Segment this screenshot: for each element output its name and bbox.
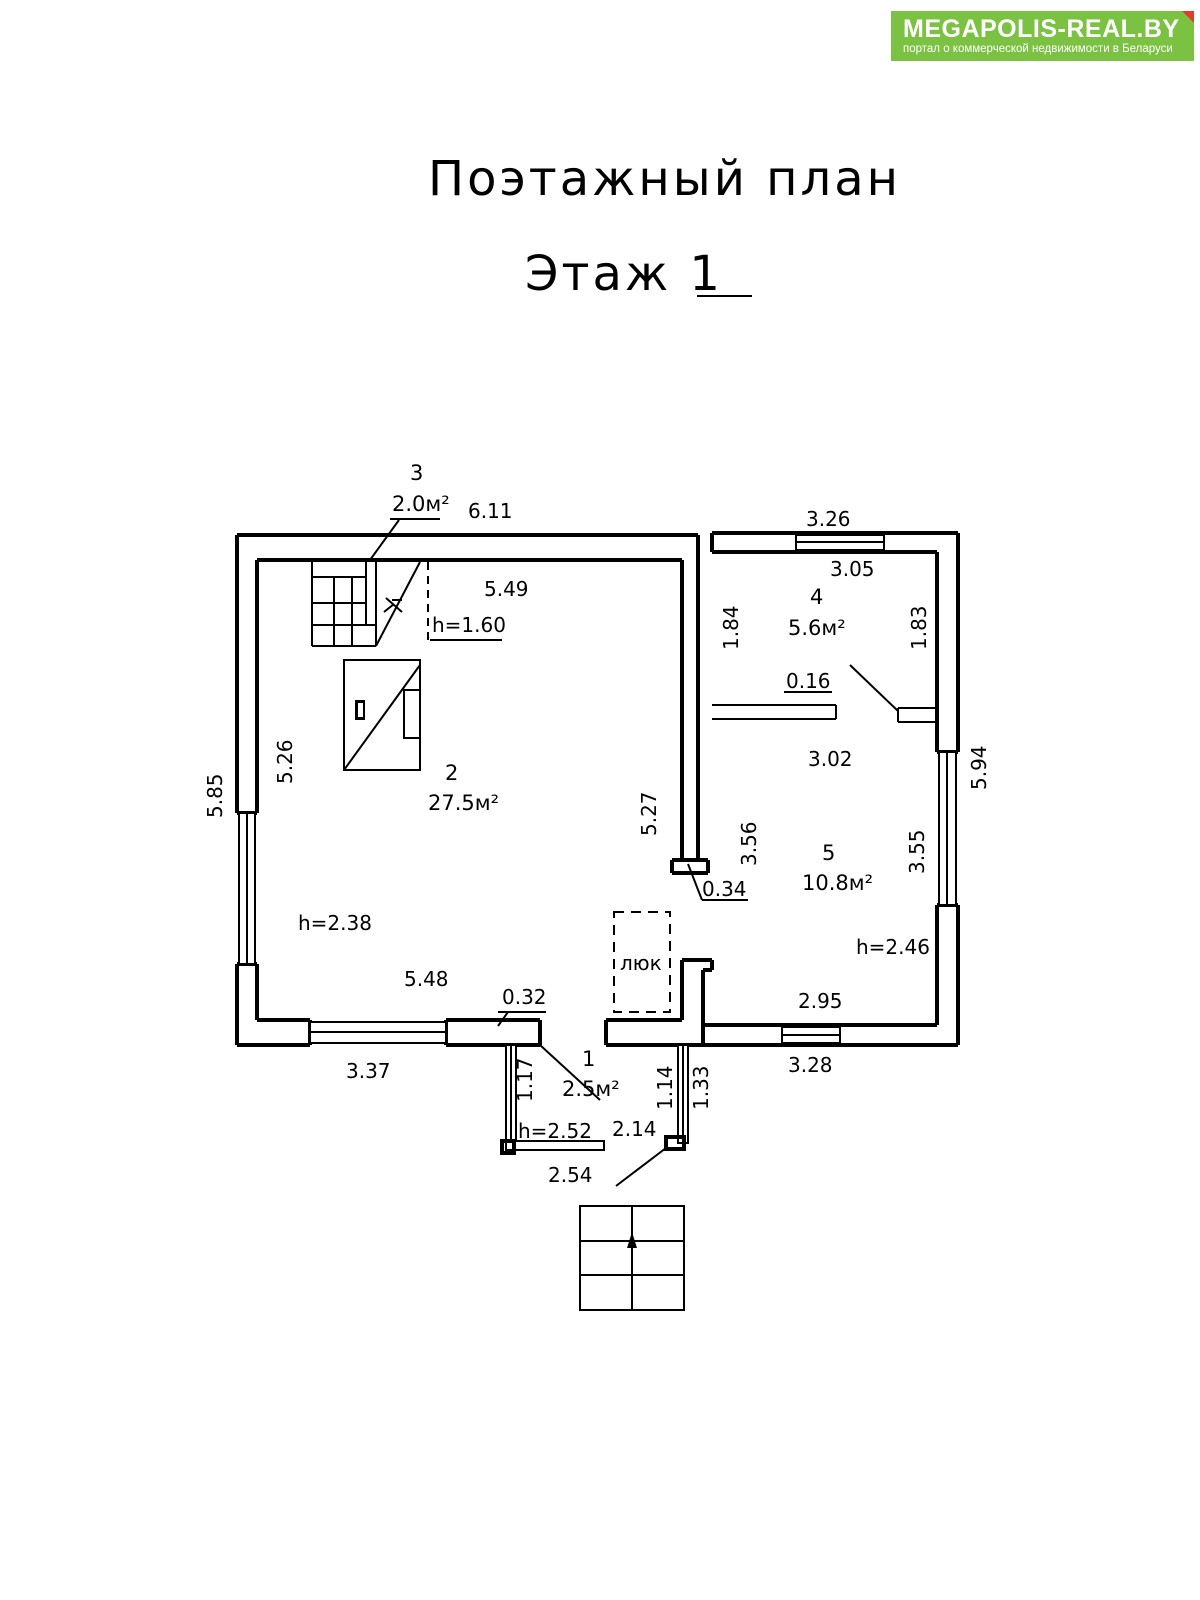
- dim-3-37: 3.37: [346, 1059, 391, 1083]
- leader-lines: [390, 518, 899, 1101]
- height-room-5: h=2.46: [856, 935, 930, 959]
- room-3-number: 3: [410, 461, 423, 485]
- windows: [238, 534, 957, 1044]
- walls: [235, 531, 960, 1047]
- room-4-area: 5.6м²: [788, 616, 846, 640]
- dim-3-26: 3.26: [806, 507, 851, 531]
- dim-5-27: 5.27: [637, 791, 661, 836]
- dim-3-02: 3.02: [808, 747, 853, 771]
- dim-0-34: 0.34: [702, 877, 747, 901]
- dimensions: 6.11 5.49 5.48 0.32 3.37 3.26 3.05 0.16 …: [203, 499, 991, 1187]
- plan-title: Поэтажный план: [428, 151, 901, 207]
- dim-5-48: 5.48: [404, 967, 449, 991]
- dim-3-56: 3.56: [737, 821, 761, 866]
- hatch: люк: [613, 911, 671, 1013]
- room-5-area: 10.8м²: [802, 871, 873, 895]
- dim-5-26: 5.26: [273, 739, 297, 784]
- height-room-2: h=2.38: [298, 911, 372, 935]
- dim-1-14: 1.14: [653, 1065, 677, 1110]
- dim-2-14: 2.14: [612, 1117, 657, 1141]
- dim-6-11: 6.11: [468, 499, 513, 523]
- interior-stair: [311, 519, 429, 647]
- banner-site-name: MEGAPOLIS-REAL.BY: [903, 15, 1180, 43]
- room-2-number: 2: [445, 761, 458, 785]
- dim-1-84: 1.84: [719, 605, 743, 650]
- dim-1-17: 1.17: [513, 1057, 537, 1102]
- height-stair: h=1.60: [432, 613, 506, 637]
- dim-0-32: 0.32: [502, 985, 547, 1009]
- stove: [343, 659, 421, 771]
- dim-1-33: 1.33: [689, 1065, 713, 1110]
- dim-1-83: 1.83: [907, 605, 931, 650]
- dim-3-55: 3.55: [905, 829, 929, 874]
- entrance-stairs: [579, 1205, 685, 1311]
- room-3-area: 2.0м²: [392, 492, 450, 516]
- hatch-label: люк: [620, 951, 662, 975]
- dim-5-94: 5.94: [967, 745, 991, 790]
- vestibule: [500, 1044, 689, 1187]
- room-1-area: 2.5м²: [562, 1077, 620, 1101]
- room-labels: 3 2.0м² 2 27.5м² 4 5.6м² 5 10.8м² 1 2.5м…: [392, 461, 873, 1101]
- dim-3-28: 3.28: [788, 1053, 833, 1077]
- room-1-number: 1: [582, 1047, 595, 1071]
- height-room-1: h=2.52: [518, 1119, 592, 1143]
- dim-3-05: 3.05: [830, 557, 875, 581]
- dim-5-85: 5.85: [203, 773, 227, 818]
- room-5-number: 5: [822, 841, 835, 865]
- room-2-area: 27.5м²: [428, 791, 499, 815]
- site-banner[interactable]: MEGAPOLIS-REAL.BY портал о коммерческой …: [891, 11, 1194, 61]
- dim-2-54: 2.54: [548, 1163, 593, 1187]
- ceiling-heights: h=1.60 h=2.38 h=2.46 h=2.52: [298, 613, 930, 1143]
- dim-2-95: 2.95: [798, 989, 843, 1013]
- dim-5-49: 5.49: [484, 577, 529, 601]
- banner-tagline: портал о коммерческой недвижимости в Бел…: [903, 43, 1173, 55]
- room-4-number: 4: [810, 585, 823, 609]
- banner-corner-mark: [1182, 11, 1194, 23]
- dim-0-16: 0.16: [786, 669, 831, 693]
- floor-title: Этаж 1: [525, 246, 723, 302]
